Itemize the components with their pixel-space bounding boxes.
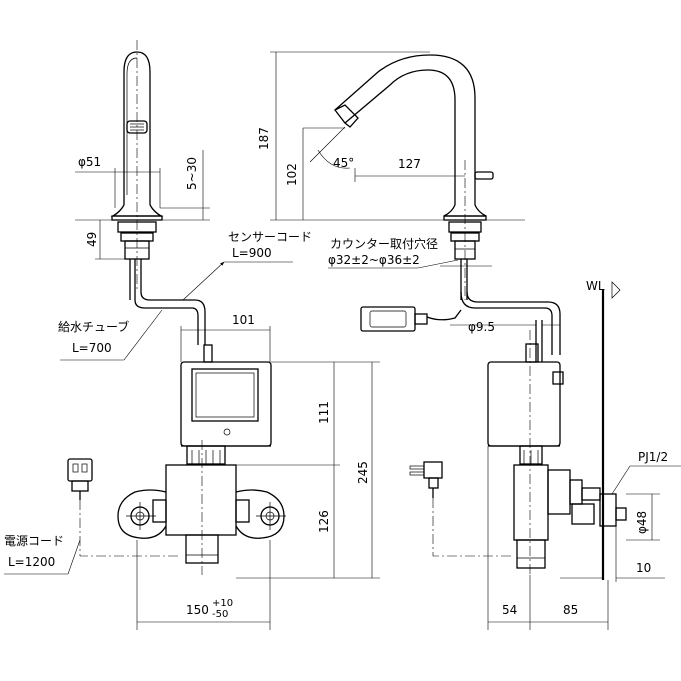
dim-5-30: 5~30 <box>185 157 199 190</box>
dim-101: 101 <box>232 313 255 327</box>
dim-dia51: φ51 <box>78 155 101 169</box>
pj-thread-label: PJ1/2 <box>638 450 668 464</box>
dim-127: 127 <box>398 157 421 171</box>
tol-plus: +10 <box>212 598 233 609</box>
side-view: 45° 187 102 127 カウンター取付穴径 φ32±2~φ36±2 <box>257 51 681 630</box>
dim-dia48: φ48 <box>635 511 649 534</box>
side-spout-body <box>344 69 456 205</box>
dim-10: 10 <box>636 561 651 575</box>
dim-85: 85 <box>563 603 578 617</box>
sensor-unit <box>360 306 416 332</box>
side-control-box <box>487 361 561 447</box>
dim-126: 126 <box>317 510 331 533</box>
supply-tube <box>140 291 206 345</box>
dim-54: 54 <box>502 603 517 617</box>
dim-245: 245 <box>356 461 370 484</box>
supply-tube-length: L=700 <box>72 341 112 355</box>
front-spout-body <box>123 51 151 205</box>
dim-150: 150 <box>186 603 209 617</box>
wl-label: WL <box>586 279 605 293</box>
dim-49: 49 <box>85 232 99 247</box>
front-view: φ51 5~30 49 センサーコード L=900 給水チューブ L=700 1… <box>4 40 380 630</box>
power-cord-length: L=1200 <box>8 555 55 569</box>
supply-tube-label: 給水チューブ <box>58 319 129 334</box>
dim-102: 102 <box>285 163 299 186</box>
sensor-cord-label: センサーコード <box>228 230 312 244</box>
side-valve-body <box>513 464 549 541</box>
power-cord-label: 電源コード <box>4 534 64 548</box>
sensor-cord-length: L=900 <box>232 246 272 260</box>
dim-111: 111 <box>317 401 331 424</box>
power-plug-icon <box>67 458 93 482</box>
valve-body <box>165 464 237 536</box>
counter-hole-label: カウンター取付穴径 <box>330 236 438 251</box>
side-power-plug-icon <box>423 461 443 479</box>
dim-dia9-5: φ9.5 <box>468 320 495 334</box>
counter-hole-value: φ32±2~φ36±2 <box>328 253 420 267</box>
tol-minus: -50 <box>212 609 228 620</box>
front-aerator-icon <box>126 120 148 134</box>
angle-45: 45° <box>333 156 354 170</box>
dim-187: 187 <box>257 127 271 150</box>
